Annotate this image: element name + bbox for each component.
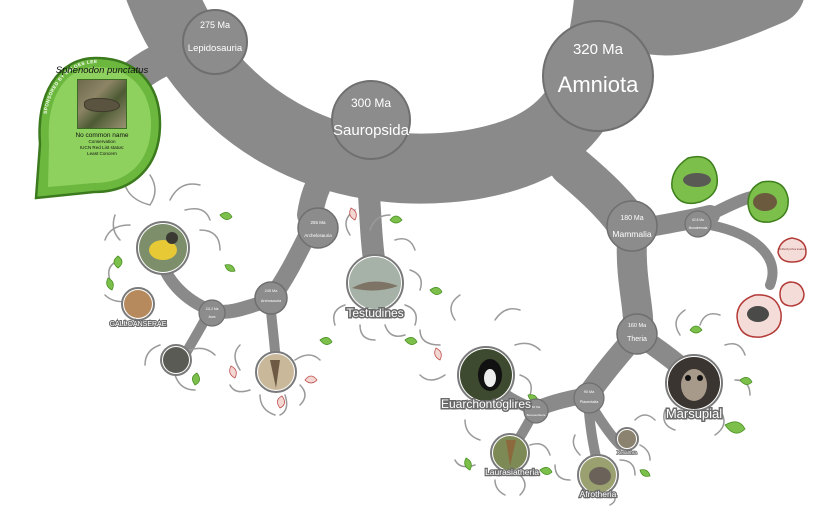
archosauria-name: Archosauria bbox=[261, 299, 282, 303]
photo-circles[interactable] bbox=[121, 221, 723, 496]
label-testudines[interactable]: Testudines bbox=[345, 305, 405, 322]
iucn-line: IUCN Red List status: bbox=[79, 145, 125, 150]
mammalia-name: Mammalia bbox=[612, 229, 651, 239]
node-boreoeutheria[interactable]: 84 Ma Boreoeutheria bbox=[523, 398, 549, 424]
monotreme-icon bbox=[747, 306, 769, 322]
node-placentalia[interactable]: 90 Ma Placentalia bbox=[573, 382, 605, 414]
amniota-name: Amniota bbox=[558, 72, 639, 97]
node-monotremata[interactable]: 62.8 Ma Monotremata bbox=[684, 210, 712, 238]
label-laurasiatheria[interactable]: Laurasiatheria bbox=[484, 466, 541, 479]
placentalia-name: Placentalia bbox=[580, 400, 599, 404]
leaf-bubbles[interactable]: Ornithorhynchus anatinus bbox=[671, 155, 807, 338]
archelosauria-name: Archelosauria bbox=[304, 233, 332, 238]
node-mammalia[interactable]: 180 Ma Mammalia bbox=[606, 200, 658, 252]
node-lepidosauria[interactable]: 275 Ma Lepidosauria bbox=[182, 9, 248, 75]
node-archelosauria[interactable]: 255 Ma Archelosauria bbox=[297, 207, 339, 249]
bubble-monotreme-tiny bbox=[779, 281, 805, 307]
amniota-age: 320 Ma bbox=[573, 41, 624, 58]
common-name: No common name bbox=[75, 132, 129, 139]
archosauria-age: 245 Ma bbox=[265, 289, 279, 293]
node-sauropsida[interactable]: 300 Ma Sauropsida bbox=[331, 80, 411, 160]
node-archosauria[interactable]: 245 Ma Archosauria bbox=[254, 281, 288, 315]
monotremata-name: Monotremata bbox=[689, 226, 708, 230]
node-theria[interactable]: 160 Ma Theria bbox=[616, 313, 658, 355]
tuatara-photo[interactable] bbox=[77, 79, 127, 129]
node-aves[interactable]: 111.2 Ma Aves bbox=[198, 299, 226, 327]
species-card[interactable]: SPONSORED BY ERLOES LEE Sphenodon puncta… bbox=[30, 54, 162, 200]
scientific-name: Sphenodon punctatus bbox=[55, 65, 149, 76]
label-xenarthra[interactable]: Xenarthra bbox=[616, 449, 638, 456]
platypus-icon bbox=[683, 173, 711, 187]
yellow-bird-icon bbox=[149, 240, 177, 260]
label-marsupial[interactable]: Marsupial bbox=[664, 405, 723, 423]
theria-name: Theria bbox=[627, 336, 647, 343]
aves-age: 111.2 Ma bbox=[206, 307, 219, 311]
label-afrotheria[interactable]: Afrotheria bbox=[578, 488, 618, 501]
monotremata-age: 62.8 Ma bbox=[692, 218, 704, 222]
bubble-monotreme-small bbox=[777, 237, 807, 263]
clade-labels[interactable]: GALLOANSERAE Testudines Euarchontoglires… bbox=[109, 305, 724, 501]
aves-name: Aves bbox=[208, 315, 215, 319]
label-euarchontoglires[interactable]: Euarchontoglires bbox=[439, 396, 532, 413]
boreoeutheria-name: Boreoeutheria bbox=[527, 413, 546, 417]
bubble-red-label: Ornithorhynchus anatinus bbox=[778, 248, 807, 251]
archelosauria-age: 255 Ma bbox=[310, 220, 326, 225]
placentalia-age: 90 Ma bbox=[584, 390, 595, 394]
sauropsida-name: Sauropsida bbox=[333, 122, 410, 139]
lepidosauria-age: 275 Ma bbox=[200, 20, 230, 30]
label-galloanserae[interactable]: GALLOANSERAE bbox=[109, 320, 168, 329]
status-value: Least Concern bbox=[87, 151, 117, 156]
mammalia-age: 180 Ma bbox=[620, 215, 643, 222]
theria-age: 160 Ma bbox=[628, 323, 647, 329]
boreoeutheria-age: 84 Ma bbox=[532, 405, 541, 409]
echidna-icon bbox=[753, 193, 777, 211]
lizard-icon bbox=[84, 98, 120, 112]
armadillo-icon bbox=[618, 430, 636, 448]
small-bird-icon bbox=[163, 347, 189, 373]
conservation-line: Conservation bbox=[88, 139, 116, 144]
duck-icon bbox=[124, 290, 152, 318]
species-card-body: Sphenodon punctatus No common name Conse… bbox=[52, 66, 152, 157]
lepidosauria-name: Lepidosauria bbox=[188, 43, 243, 54]
sauropsida-age: 300 Ma bbox=[351, 96, 391, 110]
node-amniota[interactable]: 320 Ma Amniota bbox=[542, 20, 654, 132]
